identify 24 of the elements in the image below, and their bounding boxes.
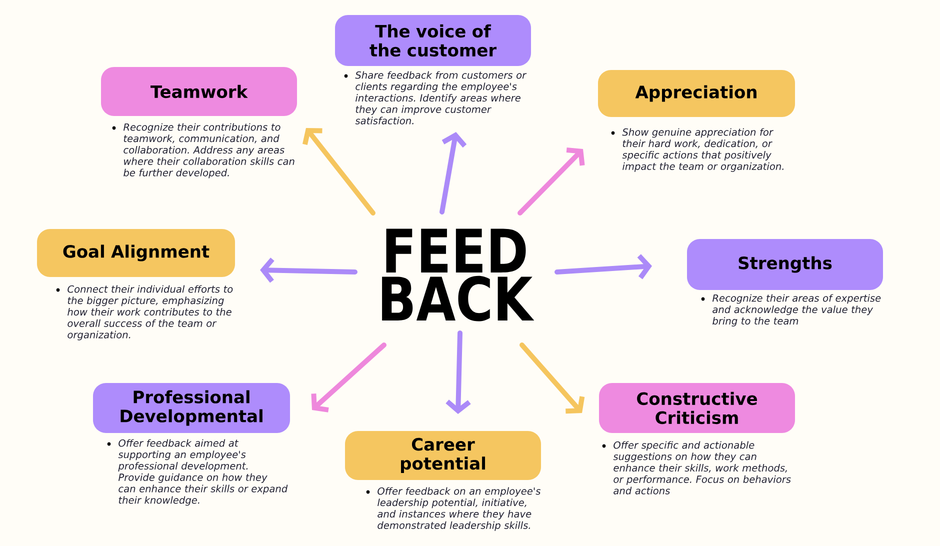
- arrow: [440, 132, 467, 214]
- arrow: [520, 342, 585, 414]
- heading-box: Professional Developmental: [93, 383, 290, 433]
- center-title: FEED BACK: [382, 228, 534, 322]
- description-text: Connect their individual efforts to the bigger picture, emphasizing how their work contributes to the overall success of the team or organization.: [68, 285, 233, 340]
- heading-box: Appreciation: [598, 70, 795, 117]
- description-text: Recognize their areas of expertise and acknowledge the value they bring to the team: [712, 294, 881, 326]
- heading-box: Teamwork: [101, 67, 297, 116]
- description-text: Show genuine appreciation for their hard work, dedication, or specific actions that positively impact the team or organization.: [622, 128, 784, 172]
- arrow: [554, 254, 652, 280]
- arrow: [518, 148, 585, 216]
- description-text: Offer specific and actionable suggestions on how they can enhance their skills, work methods, or performance. Focus on behaviors and actions: [613, 441, 791, 494]
- description-text: Share feedback from customers or clients regarding the employee's interactions. Identify areas where they can improve customer satisfaction.: [355, 71, 527, 124]
- heading-box: Constructive Criticism: [599, 383, 795, 433]
- heading-box: Strengths: [687, 239, 883, 290]
- heading-box: The voice of the customer: [335, 15, 531, 66]
- heading-box: Goal Alignment: [37, 229, 235, 277]
- arrow: [260, 258, 358, 283]
- arrow: [311, 342, 386, 412]
- description-text: Recognize their contributions to teamwork, communication, and collaboration. Address any areas where their collaboration skills can be further developed.: [123, 123, 294, 178]
- description-text: Offer feedback aimed at supporting an employee's professional development. Provide guidance on how they can enhance their skills or expand their knowledge.: [118, 439, 288, 506]
- arrow: [446, 330, 471, 414]
- description-text: Offer feedback on an employee's leadership potential, initiative, and instances where they have demonstrated leadership skills.: [378, 487, 541, 531]
- heading-box: Career potential: [345, 431, 541, 480]
